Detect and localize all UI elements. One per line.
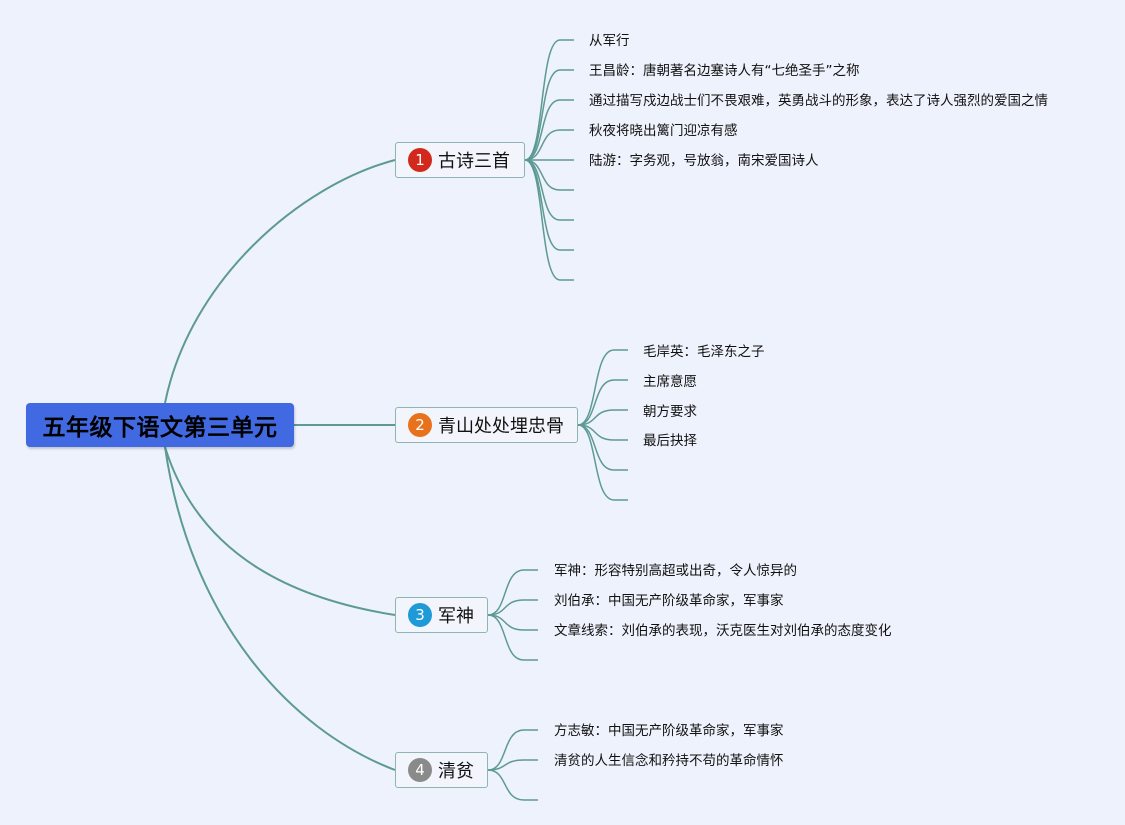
topic-1-leaf-1-line <box>524 39 574 161</box>
topic-1-leaf-9-line <box>524 159 574 281</box>
topic-4-label: 清贫 <box>438 761 474 782</box>
topic-1[interactable]: 1 古诗三首 <box>395 142 525 178</box>
leaf-1-3[interactable]: 通过描写戍边战士们不畏艰难，英勇战斗的形象，表达了诗人强烈的爱国之情 <box>589 93 1048 109</box>
topic-2-leaf-1-line <box>577 349 628 426</box>
topic-2-leaf-6-line <box>577 424 628 501</box>
leaf-2-2[interactable]: 主席意愿 <box>643 374 697 390</box>
topic-3-leaf-4-line <box>487 614 538 661</box>
topic-3-leaf-1-line <box>487 569 538 616</box>
topic-1-label: 古诗三首 <box>438 151 510 172</box>
leaf-4-1[interactable]: 方志敏：中国无产阶级革命家，军事家 <box>554 723 784 739</box>
topic-2-leaf-2-line <box>577 379 628 426</box>
topic-4-leaf-2-line <box>487 759 538 771</box>
root-topic[interactable]: 五年级下语文第三单元 <box>26 403 294 447</box>
topic-4-leaf-1-line <box>487 729 538 771</box>
root-to-topic-4-line <box>164 446 396 771</box>
topic-2[interactable]: 2 青山处处埋忠骨 <box>395 407 578 443</box>
number-2-icon: 2 <box>408 413 432 437</box>
leaf-1-2[interactable]: 王昌龄：唐朝著名边塞诗人有“七绝圣手”之称 <box>589 63 860 79</box>
topic-1-leaf-2-line <box>524 69 574 161</box>
leaf-3-1[interactable]: 军神：形容特别高超或出奇，令人惊异的 <box>554 563 797 579</box>
topic-3[interactable]: 3 军神 <box>395 597 488 633</box>
topic-1-leaf-3-line <box>524 99 574 161</box>
leaf-2-1[interactable]: 毛岸英：毛泽东之子 <box>643 344 765 360</box>
leaf-1-5[interactable]: 陆游：字务观，号放翁，南宋爱国诗人 <box>589 153 819 169</box>
topic-2-label: 青山处处埋忠骨 <box>438 416 564 437</box>
leaf-2-4[interactable]: 最后抉择 <box>643 433 697 449</box>
root-topic-label: 五年级下语文第三单元 <box>42 415 278 441</box>
root-to-topic-3-line <box>164 446 396 616</box>
number-1-icon: 1 <box>408 148 432 172</box>
leaf-1-1[interactable]: 从军行 <box>589 33 630 49</box>
topic-4[interactable]: 4 清贫 <box>395 752 488 788</box>
number-3-icon: 3 <box>408 603 432 627</box>
topic-1-leaf-6-line <box>524 159 574 191</box>
number-4-icon: 4 <box>408 758 432 782</box>
leaf-1-4[interactable]: 秋夜将晓出篱门迎凉有感 <box>589 123 738 139</box>
topic-3-label: 军神 <box>438 606 474 627</box>
topic-1-leaf-4-line <box>524 129 574 161</box>
root-to-topic-1-line <box>164 159 396 404</box>
topic-3-leaf-2-line <box>487 599 538 616</box>
topic-1-leaf-8-line <box>524 159 574 251</box>
leaf-3-3[interactable]: 文章线索：刘伯承的表现，沃克医生对刘伯承的态度变化 <box>554 623 892 639</box>
leaf-2-3[interactable]: 朝方要求 <box>643 404 697 420</box>
topic-2-leaf-3-line <box>577 409 628 426</box>
leaf-4-2[interactable]: 清贫的人生信念和矜持不苟的革命情怀 <box>554 753 784 769</box>
leaf-3-2[interactable]: 刘伯承：中国无产阶级革命家，军事家 <box>554 593 784 609</box>
topic-2-leaf-5-line <box>577 424 628 471</box>
topic-4-leaf-3-line <box>487 769 538 801</box>
